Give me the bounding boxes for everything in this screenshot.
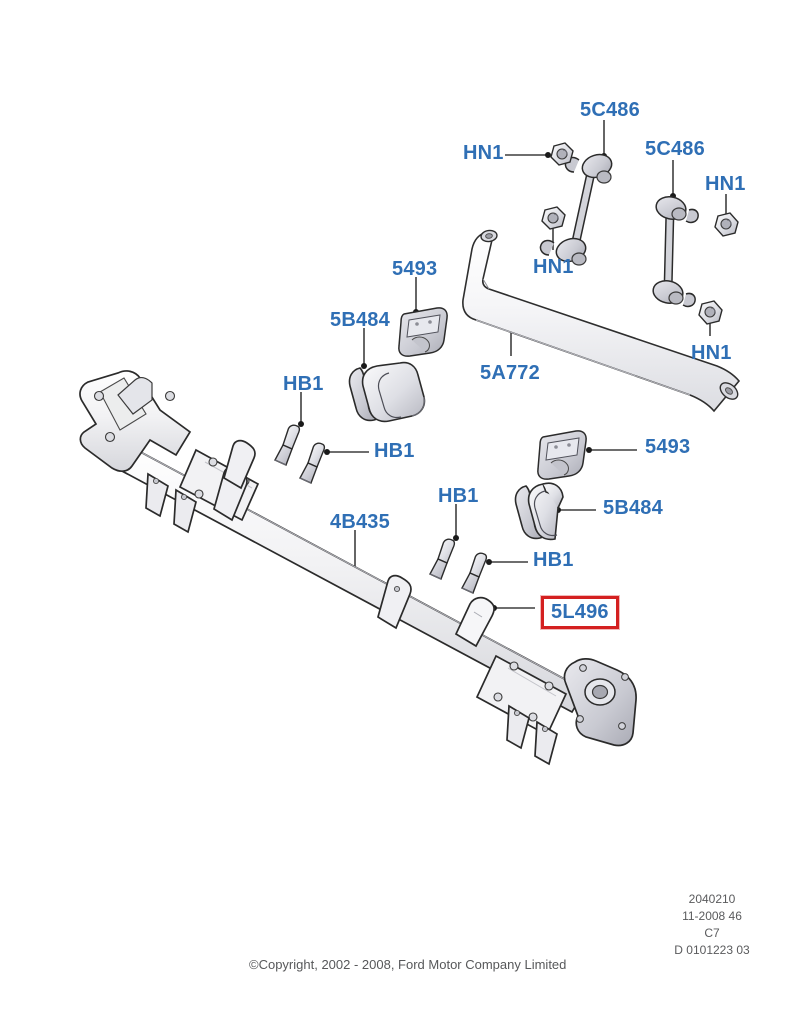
callout-hn1-mid-right[interactable]: HN1 bbox=[691, 342, 732, 364]
callout-hn1-top-right[interactable]: HN1 bbox=[705, 173, 746, 195]
bolts-hb1 bbox=[274, 424, 488, 594]
document-codes: 2040210 11-2008 46 C7 D 0101223 03 bbox=[652, 891, 772, 959]
callout-hb1-lower-left[interactable]: HB1 bbox=[438, 485, 479, 507]
rear-axle-beam-4b435 bbox=[79, 370, 637, 766]
callout-5c486-top-right[interactable]: 5C486 bbox=[645, 138, 705, 160]
stabilizer-link-5c486-right bbox=[652, 196, 699, 308]
nut-hn1-2 bbox=[541, 206, 566, 230]
document-code-reference: D 0101223 03 bbox=[674, 943, 750, 957]
callout-hn1-top-left[interactable]: HN1 bbox=[463, 142, 504, 164]
callout-5l496-highlighted[interactable]: 5L496 bbox=[541, 596, 619, 629]
callout-4b435-axle-beam[interactable]: 4B435 bbox=[330, 511, 390, 533]
nuts-hn1 bbox=[541, 142, 739, 325]
stabilizer-bushing-5b484-upper bbox=[348, 361, 426, 423]
document-code-drawing-number: 2040210 bbox=[688, 892, 736, 906]
callout-5493-upper[interactable]: 5493 bbox=[392, 258, 438, 280]
callout-hb1-upper-right[interactable]: HB1 bbox=[374, 440, 415, 462]
callout-5b484-upper[interactable]: 5B484 bbox=[330, 309, 390, 331]
callout-hn1-mid-center[interactable]: HN1 bbox=[533, 256, 574, 278]
copyright-notice: ©Copyright, 2002 - 2008, Ford Motor Comp… bbox=[249, 957, 567, 972]
nut-hn1-3 bbox=[714, 212, 739, 237]
stabilizer-bar-5a772 bbox=[462, 229, 741, 413]
callout-5493-lower[interactable]: 5493 bbox=[645, 436, 691, 458]
callout-5b484-lower[interactable]: 5B484 bbox=[603, 497, 663, 519]
bolt-hb1-4 bbox=[461, 552, 488, 594]
callout-hb1-upper-left[interactable]: HB1 bbox=[283, 373, 324, 395]
callout-hb1-lower-right[interactable]: HB1 bbox=[533, 549, 574, 571]
stabilizer-bushing-5b484-lower bbox=[514, 482, 564, 541]
stabilizer-link-5c486-left bbox=[539, 153, 613, 266]
document-code-section: C7 bbox=[704, 926, 720, 940]
stabilizer-bracket-5493-lower bbox=[537, 430, 587, 480]
bolt-hb1-2 bbox=[299, 442, 326, 484]
nut-hn1-4 bbox=[698, 300, 723, 325]
document-code-revision-date: 11-2008 46 bbox=[682, 909, 742, 923]
nut-hn1-1 bbox=[550, 142, 574, 166]
callout-5c486-top-left[interactable]: 5C486 bbox=[580, 99, 640, 121]
bolt-hb1-3 bbox=[429, 538, 456, 580]
callout-5a772-stabilizer-bar[interactable]: 5A772 bbox=[480, 362, 540, 384]
stabilizer-bracket-5493-upper bbox=[398, 307, 448, 357]
leader-lines bbox=[300, 120, 727, 609]
bolt-hb1-1 bbox=[274, 424, 301, 466]
